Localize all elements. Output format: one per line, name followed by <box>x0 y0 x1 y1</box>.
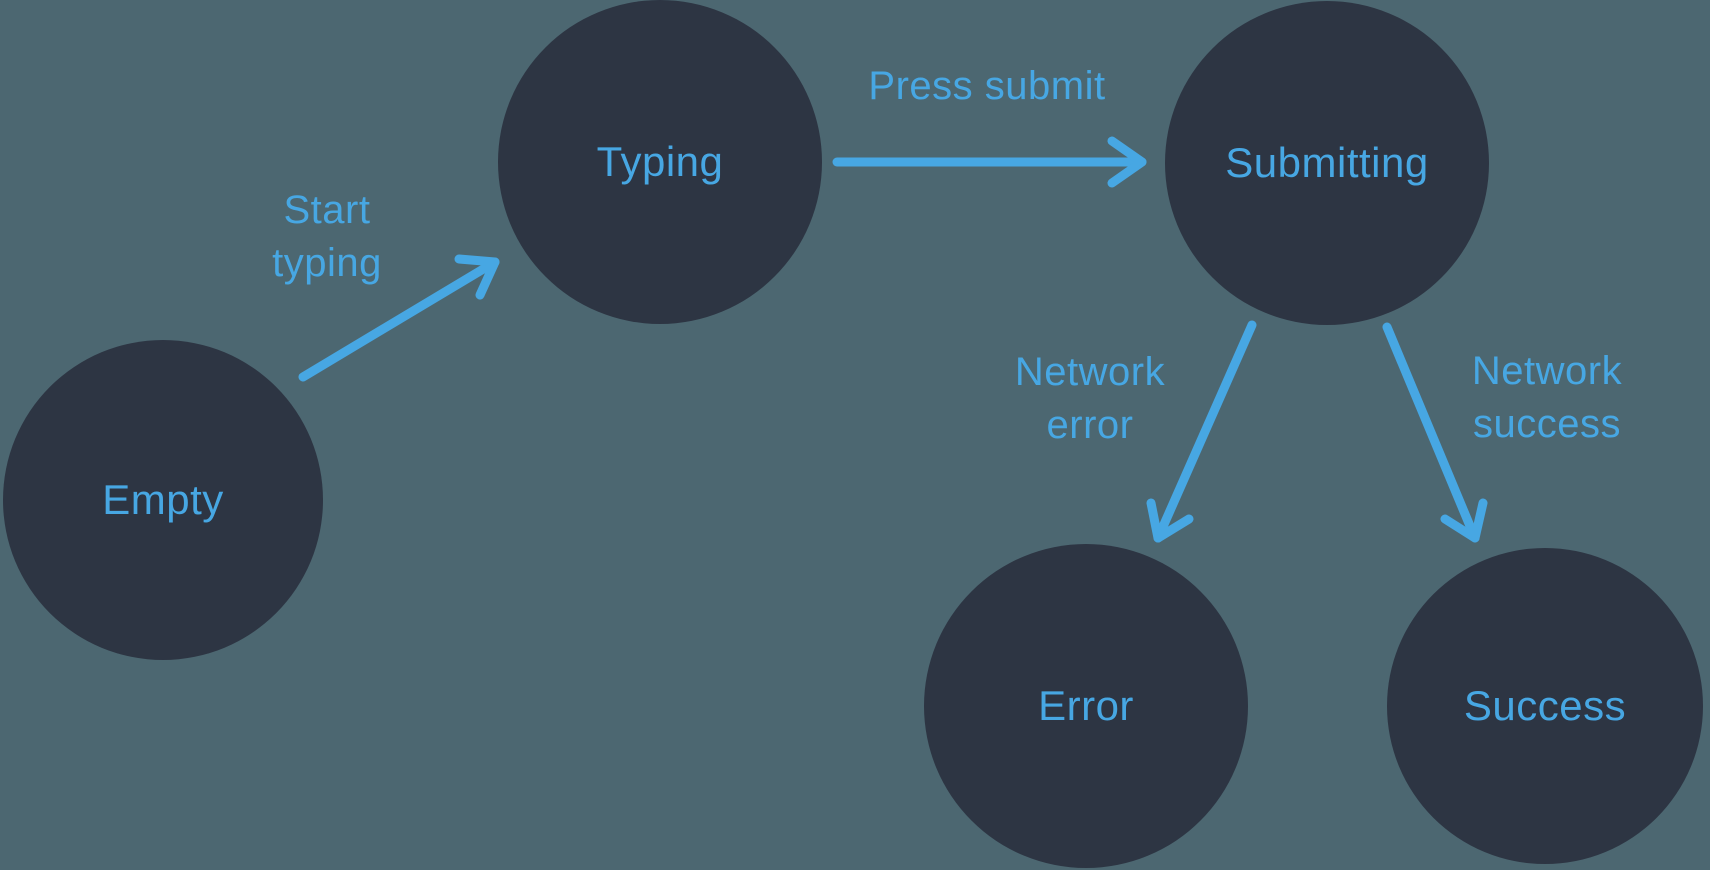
state-node-label: Submitting <box>1225 139 1429 186</box>
state-node-error: Error <box>924 544 1248 868</box>
state-node-submitting: Submitting <box>1165 1 1489 325</box>
state-node-label: Error <box>1038 682 1134 729</box>
state-node-typing: Typing <box>498 0 822 324</box>
state-node-empty: Empty <box>3 340 323 660</box>
edge-arrow-submitting-to-success <box>1382 322 1488 543</box>
state-node-label: Typing <box>596 138 724 185</box>
edge-label-press-submit: Press submit <box>868 64 1106 108</box>
edge-label-network-error: Network error <box>1014 350 1166 447</box>
edge-arrow-empty-to-typing <box>298 254 500 382</box>
edge-arrow-submitting-to-error <box>1146 320 1257 543</box>
state-node-success: Success <box>1387 548 1703 864</box>
edge-arrow-typing-to-submitting <box>832 136 1147 188</box>
edge-label-network-success: Network success <box>1471 349 1623 446</box>
state-node-label: Success <box>1463 682 1627 729</box>
state-node-label: Empty <box>102 476 224 523</box>
edge-label-start-typing: Start typing <box>272 188 382 285</box>
